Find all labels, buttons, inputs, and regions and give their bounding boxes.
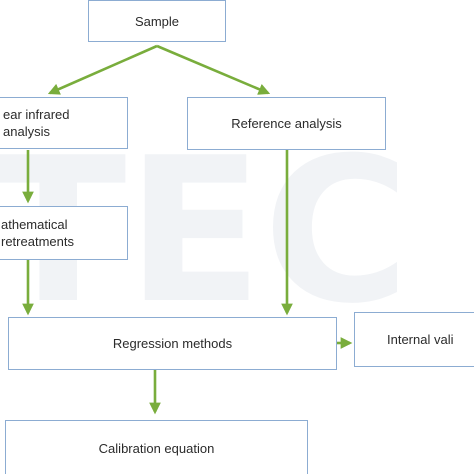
node-internal-validation: Internal vali <box>354 312 474 367</box>
arrow-sample-to-nir <box>47 44 158 95</box>
node-regression-methods: Regression methods <box>8 317 337 370</box>
node-calibration-equation-label: Calibration equation <box>98 440 215 456</box>
node-calibration-equation: Calibration equation <box>5 420 308 474</box>
node-sample: Sample <box>88 0 226 42</box>
node-nir-analysis: ear infrared analysis <box>0 97 128 149</box>
node-reference-analysis: Reference analysis <box>187 97 386 150</box>
node-sample-label: Sample <box>134 13 180 29</box>
node-regression-methods-label: Regression methods <box>112 336 233 351</box>
node-math-pretreatments: athematical retreatments <box>0 206 128 260</box>
node-math-pretreatments-label: athematical retreatments <box>1 217 74 249</box>
arrow-sample-to-reference <box>156 44 271 95</box>
node-internal-validation-label: Internal vali <box>387 332 454 347</box>
node-nir-analysis-label: ear infrared analysis <box>3 107 70 139</box>
node-reference-analysis-label: Reference analysis <box>231 116 342 131</box>
